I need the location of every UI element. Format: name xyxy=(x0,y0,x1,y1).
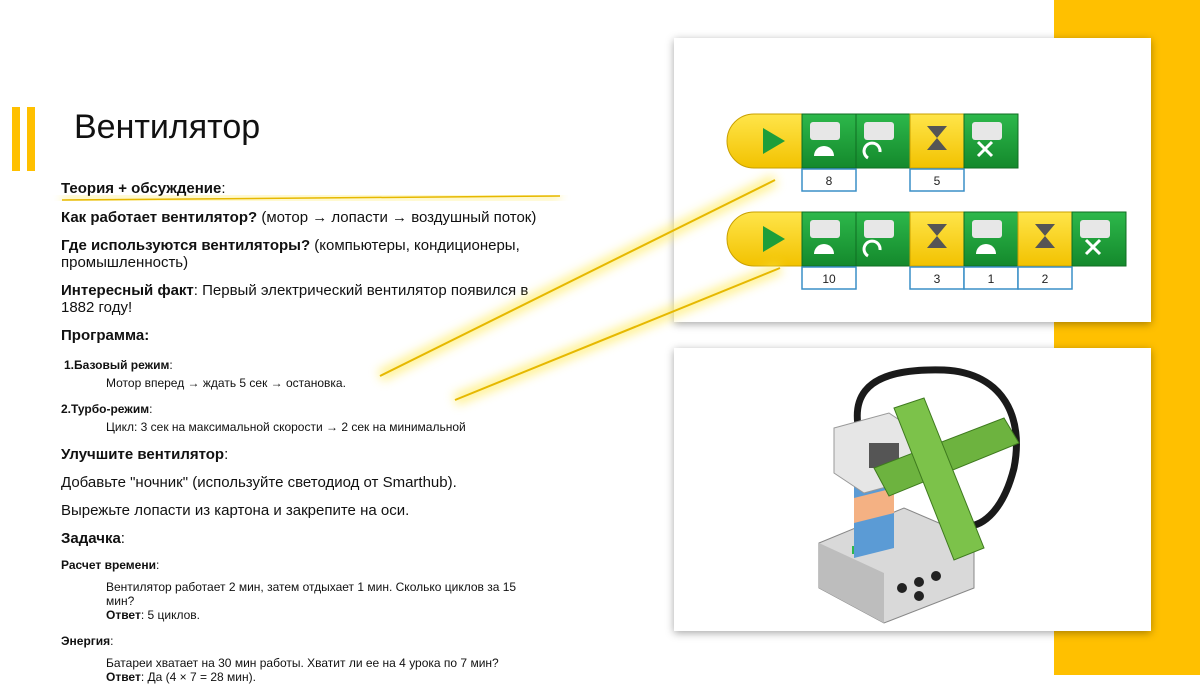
task-heading-line: Задачка: xyxy=(61,530,125,547)
wait-block[interactable] xyxy=(909,211,965,267)
motor-power-value: 1 xyxy=(988,272,995,286)
interesting-fact-bold: Интересный факт xyxy=(61,282,194,299)
hourglass-icon xyxy=(927,224,947,248)
code-blocks-svg: 8 5 xyxy=(726,113,1127,290)
mode1-text: Мотор вперед → ждать 5 сек → остановка. xyxy=(106,376,346,390)
slide-title: Вентилятор xyxy=(74,108,261,146)
motor-direction-block[interactable] xyxy=(855,211,911,267)
gauge-icon xyxy=(814,244,834,254)
question-how-works-text: (мотор → лопасти → воздушный поток) xyxy=(257,209,537,226)
hourglass-icon xyxy=(927,126,947,150)
motor-power-value: 8 xyxy=(826,174,833,188)
accent-bar-right xyxy=(27,107,35,171)
wait-time-input[interactable] xyxy=(1017,266,1073,290)
motor-power-input[interactable] xyxy=(801,266,857,290)
wait-time-input[interactable] xyxy=(909,168,965,192)
calc-answer-text: : 5 циклов. xyxy=(140,608,200,622)
motor-direction-block[interactable] xyxy=(855,113,911,169)
mode2-text: Цикл: 3 сек на максимальной скорости → 2… xyxy=(106,420,466,434)
improve-heading: Улучшите вентилятор xyxy=(61,446,225,463)
code-row-1: 8 5 xyxy=(726,113,1019,192)
motor-cable xyxy=(853,366,1020,530)
motor-stop-block[interactable] xyxy=(1071,211,1127,267)
energy-title: Энергия xyxy=(61,634,111,648)
gauge-icon xyxy=(814,146,834,156)
task-heading: Задачка xyxy=(61,530,121,547)
energy-title-line: Энергия: xyxy=(61,634,114,648)
start-block[interactable] xyxy=(726,211,803,267)
theory-heading-line: Теория + обсуждение: xyxy=(61,180,226,197)
arrow-to-row-1 xyxy=(377,174,778,382)
wait-time-value: 5 xyxy=(934,174,941,188)
interesting-fact-text: : Первый электрический вентилятор появил… xyxy=(61,282,529,316)
motor-icon xyxy=(810,220,840,238)
arrow-to-row-2 xyxy=(452,262,783,406)
calc-text: Вентилятор работает 2 мин, затем отдыхае… xyxy=(106,580,517,608)
mode2-title: 2.Турбо-режим xyxy=(61,402,150,416)
improve-item-2: Вырежьте лопасти из картона и закрепите … xyxy=(61,502,410,519)
motor-power-block[interactable] xyxy=(801,113,857,169)
code-row-2: 10 3 1 2 xyxy=(726,211,1127,290)
calc-answer-label: Ответ xyxy=(106,608,141,622)
motor-stop-block[interactable] xyxy=(963,113,1019,169)
slide-content: Теория + обсуждение: Как работает вентил… xyxy=(61,180,561,684)
motor-icon xyxy=(810,122,840,140)
theory-heading: Теория + обсуждение xyxy=(61,180,222,197)
wait-time-value: 3 xyxy=(934,272,941,286)
mode1-title-line: 1.Базовый режим: xyxy=(64,358,173,372)
fan-model-illustration xyxy=(818,366,1020,624)
code-screenshot-card: 8 5 xyxy=(674,38,1151,322)
fan-model-card xyxy=(674,348,1151,631)
motor-power-input[interactable] xyxy=(801,168,857,192)
theory-underline xyxy=(61,192,561,204)
question-where-used: Где используются вентиляторы? (компьютер… xyxy=(61,237,561,271)
motor-icon xyxy=(972,220,1002,238)
rotate-arrow-icon xyxy=(862,239,882,258)
stop-x-icon xyxy=(976,140,994,158)
question-how-works: Как работает вентилятор? (мотор → лопаст… xyxy=(61,209,561,226)
question-where-used-bold: Где используются вентиляторы? xyxy=(61,237,311,254)
gauge-icon xyxy=(976,244,996,254)
mode1-title: 1.Базовый режим xyxy=(64,358,170,372)
accent-bar-left xyxy=(12,107,20,171)
improve-heading-line: Улучшите вентилятор: xyxy=(61,446,229,463)
program-heading: Программа: xyxy=(61,327,150,344)
stop-x-icon xyxy=(1084,238,1102,256)
motor-icon xyxy=(1080,220,1110,238)
motor-power-value: 10 xyxy=(822,272,836,286)
energy-text: Батареи хватает на 30 мин работы. Хватит… xyxy=(106,656,499,670)
calc-title-line: Расчет времени: xyxy=(61,558,160,572)
motor-icon xyxy=(864,122,894,140)
interesting-fact: Интересный факт: Первый электрический ве… xyxy=(61,282,561,316)
question-how-works-bold: Как работает вентилятор? xyxy=(61,209,258,226)
play-icon xyxy=(763,226,785,252)
question-where-used-text: (компьютеры, кондиционеры, промышленност… xyxy=(61,237,520,271)
rotate-arrow-icon xyxy=(862,141,882,160)
mode2-title-line: 2.Турбо-режим: xyxy=(61,402,153,416)
calc-title: Расчет времени xyxy=(61,558,156,572)
hourglass-icon xyxy=(1035,224,1055,248)
motor-icon xyxy=(972,122,1002,140)
wait-block[interactable] xyxy=(1017,211,1073,267)
start-block[interactable] xyxy=(726,113,803,169)
improve-item-1: Добавьте "ночник" (используйте светодиод… xyxy=(61,474,457,491)
motor-icon xyxy=(864,220,894,238)
play-icon xyxy=(763,128,785,154)
calc-answer: Ответ: 5 циклов. xyxy=(61,608,561,622)
wait-time-value: 2 xyxy=(1042,272,1049,286)
fan-blades xyxy=(873,397,1020,561)
wait-block[interactable] xyxy=(909,113,965,169)
